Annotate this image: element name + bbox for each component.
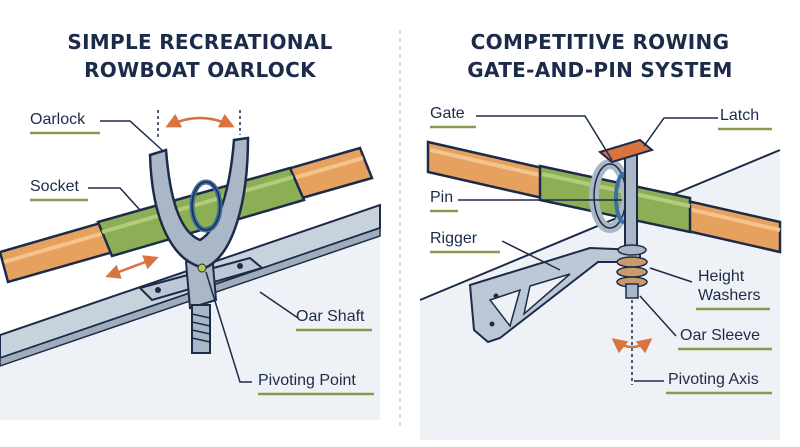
left-title-line2: ROWBOAT OARLOCK — [84, 58, 316, 82]
right-title-line2: GATE-AND-PIN SYSTEM — [467, 58, 733, 82]
label-pivoting-point: Pivoting Point — [258, 372, 356, 389]
label-height: Height — [698, 268, 745, 285]
pin — [624, 149, 638, 249]
left-title-line1: SIMPLE RECREATIONAL — [67, 30, 333, 54]
label-oar-shaft: Oar Shaft — [296, 308, 365, 325]
left-illustration — [0, 110, 381, 420]
slide-arrow-left — [105, 255, 159, 279]
label-latch: Latch — [720, 107, 760, 124]
swing-arrow-top — [165, 113, 235, 128]
label-socket: Socket — [30, 178, 79, 195]
latch — [597, 138, 655, 164]
label-oar-sleeve: Oar Sleeve — [680, 327, 761, 344]
washer-1 — [616, 256, 648, 268]
right-title-line1: COMPETITIVE ROWING — [470, 30, 730, 54]
label-pivoting-axis: Pivoting Axis — [668, 371, 759, 388]
label-gate: Gate — [430, 105, 465, 122]
label-washers: Washers — [698, 287, 761, 304]
washer-2 — [616, 266, 648, 278]
right-illustration — [419, 115, 782, 440]
label-oarlock: Oarlock — [30, 111, 86, 128]
right-title: COMPETITIVE ROWING GATE-AND-PIN SYSTEM — [420, 28, 780, 84]
oarlock-horn — [148, 136, 250, 270]
label-rigger: Rigger — [430, 230, 478, 247]
rotation-arrow — [611, 338, 653, 354]
left-title: SIMPLE RECREATIONAL ROWBOAT OARLOCK — [20, 28, 380, 84]
label-pin: Pin — [430, 189, 454, 206]
